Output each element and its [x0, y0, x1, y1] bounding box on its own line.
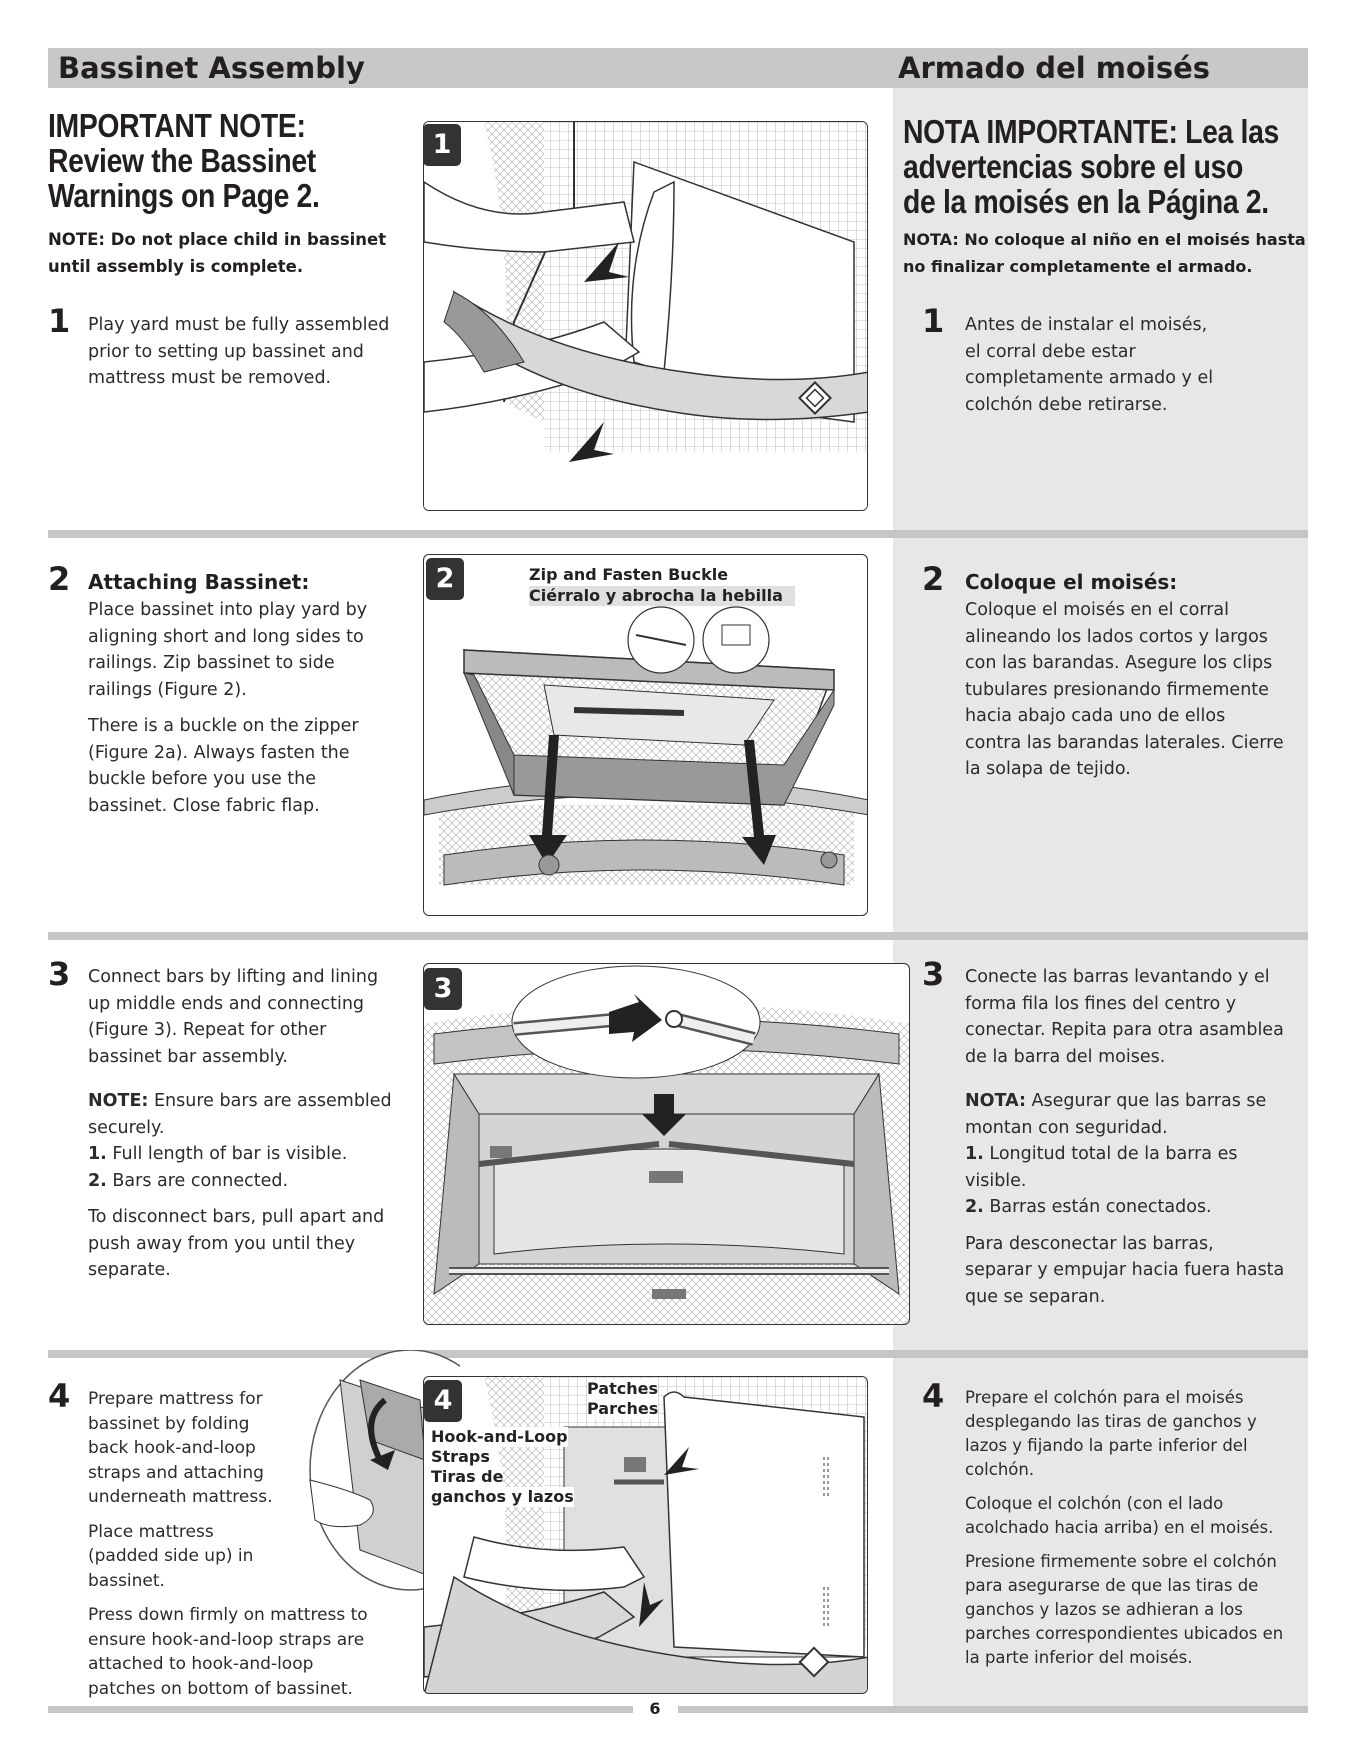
paso-3-item-1-numero: 1. [965, 1144, 984, 1164]
step-2-paragraph-2: There is a buckle on the zipper (Figure … [88, 716, 359, 816]
step-number: 4 [48, 1377, 71, 1415]
figure-4-badge: 4 [424, 1380, 462, 1422]
paso-4-texto: Prepare el colchón para el moisés desple… [965, 1386, 1300, 1680]
step-3-item-1: 1. Full length of bar is visible. [88, 1141, 393, 1168]
paso-2-texto: Coloque el moisés en el corral alineando… [965, 597, 1285, 793]
figure-2-caption-english: Zip and Fasten Buckle [529, 565, 729, 585]
paso-3-nota-texto: Asegurar que las barras se montan con se… [965, 1091, 1267, 1138]
paso-3-item-2-numero: 2. [965, 1197, 984, 1217]
step-number: 1 [48, 302, 71, 340]
figure-2-illustration: 2 Zip and Fasten Buckle Ciérralo y abroc… [423, 554, 868, 916]
step-3-item-2: 2. Bars are connected. [88, 1168, 393, 1195]
figure-3-drawing [424, 965, 909, 1324]
section-divider-3 [48, 1350, 1308, 1358]
figure-4-drawing [424, 1377, 867, 1693]
paso-2-parrafo-1: Coloque el moisés en el corral alineando… [965, 600, 1284, 779]
figure-1-badge: 1 [424, 124, 461, 166]
page-number: 6 [649, 1699, 661, 1718]
step-3-note: NOTE: Ensure bars are assembled securely… [88, 1088, 393, 1141]
step-4-paragraph-3: Press down firmly on mattress to ensure … [88, 1605, 368, 1699]
step-4-text: Prepare mattress for bassinet by folding… [88, 1387, 388, 1711]
step-4-paragraph-2: Place mattress (padded side up) in bassi… [88, 1521, 254, 1591]
paso-3-texto: Conecte las barras levantando y el forma… [965, 964, 1285, 1320]
paso-numero: 2 [922, 560, 945, 598]
step-3-item-2-text: Bars are connected. [106, 1170, 289, 1191]
section-divider-1 [48, 530, 1308, 538]
step-3-text: Connect bars by lifting and lining up mi… [88, 964, 393, 1294]
figure-4-straps-spanish-line-2: ganchos y lazos [431, 1487, 574, 1507]
step-3-note-text: Ensure bars are assembled securely. [88, 1091, 392, 1138]
spanish-section-header: Armado del moisés [893, 48, 1308, 88]
figure-4-patches-english: Patches [587, 1379, 658, 1399]
assembly-note: NOTE: Do not place child in bassinet unt… [48, 230, 387, 276]
figure-4-patches-spanish: Parches [587, 1399, 659, 1419]
footer-rule-left [48, 1706, 633, 1713]
paso-numero: 4 [922, 1377, 945, 1415]
step-3-item-1-text: Full length of bar is visible. [106, 1144, 348, 1164]
paso-3-item-1: 1. Longitud total de la barra es visible… [965, 1141, 1285, 1194]
step-2-paragraph-1: Place bassinet into play yard by alignin… [88, 600, 368, 700]
spanish-column-background [893, 88, 1308, 1709]
important-note-heading: IMPORTANT NOTE: Review the Bassinet Warn… [48, 107, 320, 214]
step-1-text: Play yard must be fully assembled prior … [88, 315, 390, 388]
step-number: 2 [48, 560, 71, 598]
figure-2-drawing [424, 606, 867, 886]
step-4-paragraph-1: Prepare mattress for bassinet by folding… [88, 1389, 273, 1507]
paso-4-parrafo-3: Presione firmemente sobre el colchón par… [965, 1552, 1284, 1667]
footer-rule-right [678, 1706, 1308, 1713]
figure-2-badge: 2 [426, 558, 464, 600]
section-divider-2 [48, 932, 1308, 940]
figure-4-straps-english-line-2: Straps [431, 1447, 490, 1467]
paso-3-nota: NOTA: Asegurar que las barras se montan … [965, 1088, 1285, 1141]
step-3-item-2-number: 2. [88, 1170, 107, 1191]
figure-3-badge: 3 [424, 968, 462, 1010]
paso-numero: 1 [922, 302, 945, 340]
english-section-title: Bassinet Assembly [58, 51, 365, 85]
paso-4-parrafo-2: Coloque el colchón (con el lado acolchad… [965, 1494, 1274, 1537]
english-section-header: Bassinet Assembly [48, 48, 893, 88]
paso-1-texto: Antes de instalar el moisés, el corral d… [965, 315, 1214, 415]
step-3-note-label: NOTE: [88, 1091, 149, 1111]
paso-3-item-2: 2. Barras están conectados. [965, 1194, 1285, 1221]
figure-3-illustration: 3 [423, 963, 910, 1325]
step-2-heading: Attaching Bassinet: [88, 570, 310, 594]
paso-3-item-1-texto: Longitud total de la barra es visible. [965, 1144, 1238, 1191]
step-3-paragraph-1: Connect bars by lifting and lining up mi… [88, 967, 379, 1067]
paso-3-item-2-texto: Barras están conectados. [983, 1197, 1212, 1217]
step-number: 3 [48, 955, 71, 993]
nota-importante-heading: NOTA IMPORTANTE: Lea las advertencias so… [903, 113, 1279, 220]
paso-2-encabezado: Coloque el moisés: [965, 570, 1178, 594]
figure-1-drawing [424, 122, 867, 510]
step-3-paragraph-3: To disconnect bars, pull apart and push … [88, 1207, 385, 1280]
step-2-text: Place bassinet into play yard by alignin… [88, 597, 393, 829]
paso-3-parrafo-3: Para desconectar las barras, separar y e… [965, 1233, 1285, 1307]
spanish-section-title: Armado del moisés [898, 51, 1211, 85]
paso-3-parrafo-1: Conecte las barras levantando y el forma… [965, 967, 1284, 1067]
figure-4-straps-english-line-1: Hook-and-Loop [431, 1427, 568, 1447]
figure-2-caption-spanish: Ciérralo y abrocha la hebilla [529, 586, 795, 606]
figure-4-straps-spanish-line-1: Tiras de [431, 1467, 504, 1487]
step-3-item-1-number: 1. [88, 1144, 107, 1164]
nota-armado: NOTA: No coloque al niño en el moisés ha… [903, 230, 1306, 276]
figure-1-illustration: 1 [423, 121, 868, 511]
paso-3-nota-etiqueta: NOTA: [965, 1091, 1026, 1111]
figure-4-illustration: 4 Patches Parches Hook-and-Loop Straps T… [423, 1376, 868, 1694]
paso-4-parrafo-1: Prepare el colchón para el moisés desple… [965, 1388, 1257, 1479]
paso-numero: 3 [922, 955, 945, 993]
